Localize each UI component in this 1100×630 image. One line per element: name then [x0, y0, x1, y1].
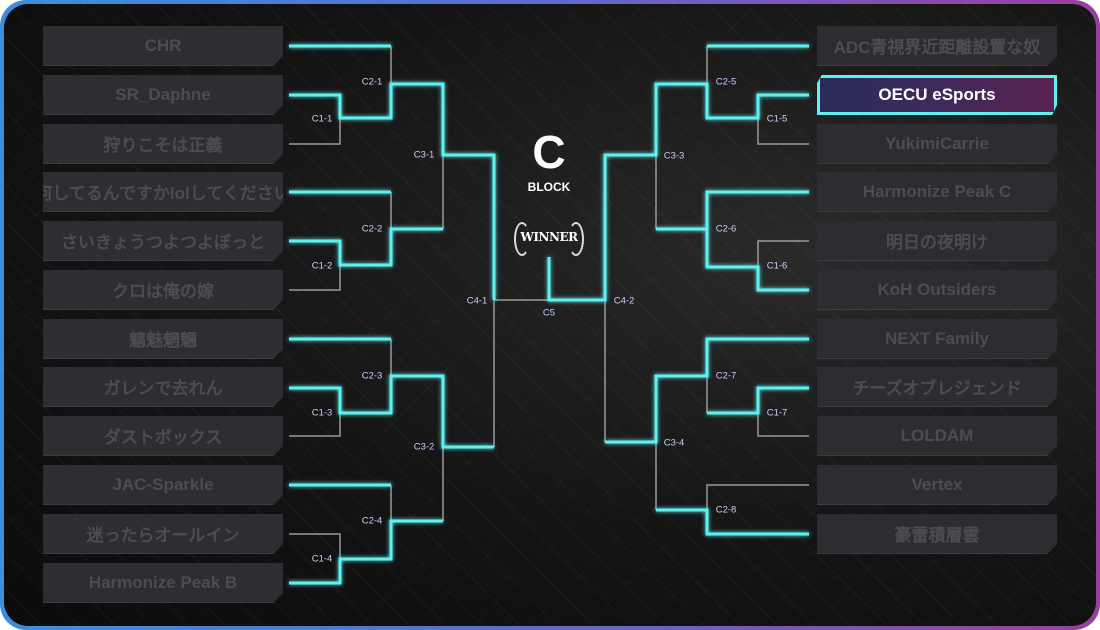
team-slot-left[interactable]: Harmonize Peak B	[43, 563, 283, 603]
team-slot-left[interactable]: 何してるんですかlolしてください	[43, 172, 283, 212]
match-label: C5	[542, 307, 556, 319]
bracket-line-advanced	[707, 386, 809, 415]
bracket-line-eliminated	[706, 484, 809, 510]
team-slot-right[interactable]: LOLDAM	[817, 416, 1057, 456]
bracket-line-advanced	[705, 190, 809, 292]
team-slot-right[interactable]: Vertex	[817, 465, 1057, 505]
team-slot-left[interactable]: SR_Daphne	[43, 75, 283, 115]
match-label: C1-1	[311, 113, 333, 125]
team-slot-left[interactable]: 狩りこそは正義	[43, 124, 283, 164]
match-label: C2-5	[715, 76, 737, 88]
match-label: C1-6	[766, 260, 788, 272]
match-label: C3-4	[663, 437, 685, 449]
team-slot-highlighted[interactable]: OECU eSports	[817, 75, 1057, 115]
team-slot-left[interactable]: ガレンで去れん	[43, 367, 283, 407]
bracket-line-advanced	[289, 519, 443, 585]
team-slot-left[interactable]: 魑魅魍魎	[43, 319, 283, 359]
laurel-right-icon	[568, 222, 584, 256]
bracket-line-advanced	[289, 227, 443, 267]
team-slot-right[interactable]: 明日の夜明け	[817, 221, 1057, 261]
match-label: C4-2	[613, 295, 635, 307]
match-label: C2-8	[715, 504, 737, 516]
team-slot-left[interactable]: クロは俺の嫁	[43, 270, 283, 310]
bracket-line-advanced	[605, 337, 809, 444]
bracket-line-eliminated	[289, 118, 341, 145]
block-letter: C	[532, 126, 566, 178]
bracket-line-advanced	[547, 82, 809, 302]
match-label: C1-5	[766, 113, 788, 125]
team-slot-left[interactable]: さいきょうつよつよぼっと	[43, 221, 283, 261]
team-slot-right[interactable]: YukimiCarrie	[817, 124, 1057, 164]
bracket-line-eliminated	[289, 413, 341, 437]
team-slot-right[interactable]: 豪雷積層雲	[817, 514, 1057, 554]
bracket-line-eliminated	[757, 240, 809, 267]
team-slot-left[interactable]: JAC-Sparkle	[43, 465, 283, 505]
bracket-line-eliminated	[289, 265, 341, 291]
team-slot-right[interactable]: KoH Outsiders	[817, 270, 1057, 310]
team-slot-right[interactable]: NEXT Family	[817, 319, 1057, 359]
bracket-line-advanced	[289, 374, 494, 449]
match-label: C4-1	[466, 295, 488, 307]
team-slot-left[interactable]: ダストボックス	[43, 416, 283, 456]
match-label: C1-3	[311, 407, 333, 419]
team-slot-right[interactable]: ADC青視界近距離設置な奴	[817, 26, 1057, 66]
bracket-line-eliminated	[757, 413, 809, 437]
match-label: C1-7	[766, 407, 788, 419]
bracket-line-eliminated	[289, 533, 341, 559]
match-label: C1-4	[311, 553, 333, 565]
laurel-left-icon	[514, 222, 530, 256]
bracket-line-advanced	[656, 508, 809, 536]
match-label: C3-1	[413, 149, 435, 161]
team-slot-left[interactable]: CHR	[43, 26, 283, 66]
team-slot-right[interactable]: Harmonize Peak C	[817, 172, 1057, 212]
match-label: C3-3	[663, 150, 685, 162]
match-label: C2-6	[715, 223, 737, 235]
match-label: C2-3	[361, 370, 383, 382]
match-label: C2-2	[361, 223, 383, 235]
team-slot-right[interactable]: チーズオブレジェンド	[817, 367, 1057, 407]
match-label: C2-4	[361, 515, 383, 527]
match-label: C3-2	[413, 441, 435, 453]
winner-label: WINNER	[520, 230, 578, 244]
team-slot-left[interactable]: 迷ったらオールイン	[43, 514, 283, 554]
bracket-line-advanced	[289, 82, 496, 300]
bracket-line-eliminated	[757, 118, 809, 145]
block-label: BLOCK	[527, 180, 571, 194]
match-label: C1-2	[311, 260, 333, 272]
match-label: C2-7	[715, 370, 737, 382]
match-label: C2-1	[361, 76, 383, 88]
